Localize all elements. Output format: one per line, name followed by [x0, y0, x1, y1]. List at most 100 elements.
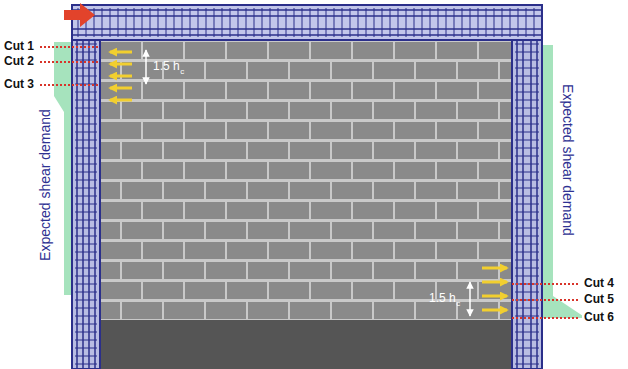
stirrup	[174, 8, 175, 37]
stirrup	[270, 8, 271, 37]
brick	[143, 162, 183, 179]
brick	[500, 262, 512, 279]
stirrup	[515, 212, 539, 213]
stirrup	[310, 8, 311, 37]
dimension-subscript: c	[456, 300, 460, 309]
brick	[290, 62, 330, 79]
brick	[332, 142, 372, 159]
brick	[479, 242, 512, 259]
stirrup	[75, 236, 97, 237]
masonry-infill	[100, 40, 512, 320]
stirrup	[515, 292, 539, 293]
brick	[185, 242, 225, 259]
dimension-arrow	[469, 282, 471, 316]
stirrup	[515, 236, 539, 237]
brick	[143, 202, 183, 219]
stirrup	[358, 8, 359, 37]
brick	[227, 202, 267, 219]
brick	[500, 62, 512, 79]
foundation-beam	[72, 320, 542, 369]
brick	[122, 222, 162, 239]
stirrup	[515, 300, 539, 301]
stirrup	[75, 228, 97, 229]
brick	[269, 242, 309, 259]
stirrup	[526, 8, 527, 37]
brick	[290, 302, 330, 319]
stirrup	[515, 100, 539, 101]
brick	[101, 202, 141, 219]
stirrup	[75, 164, 97, 165]
stirrup	[230, 8, 231, 37]
stirrup	[75, 100, 97, 101]
stirrup	[342, 8, 343, 37]
brick	[479, 82, 512, 99]
brick	[206, 62, 246, 79]
brick	[269, 162, 309, 179]
brick	[164, 302, 204, 319]
stirrup	[518, 8, 519, 37]
stirrup	[278, 8, 279, 37]
shear-force-arrow	[110, 51, 132, 54]
stirrup	[75, 172, 97, 173]
brick	[374, 102, 414, 119]
brick	[500, 142, 512, 159]
column-right	[512, 5, 542, 369]
stirrup	[75, 156, 97, 157]
shear-force-arrow	[482, 309, 507, 312]
stirrup	[75, 140, 97, 141]
brick	[248, 222, 288, 239]
brick	[332, 102, 372, 119]
stirrup	[254, 8, 255, 37]
brick	[290, 142, 330, 159]
concrete	[72, 5, 542, 40]
brick	[185, 82, 225, 99]
brick	[101, 162, 141, 179]
brick	[185, 282, 225, 299]
brick	[311, 82, 351, 99]
stirrup	[515, 132, 539, 133]
brick	[458, 102, 498, 119]
brick	[353, 82, 393, 99]
stirrup	[515, 44, 539, 45]
stirrup	[294, 8, 295, 37]
stirrup	[334, 8, 335, 37]
shear-demand-right	[542, 45, 586, 318]
brick	[206, 102, 246, 119]
stirrup	[246, 8, 247, 37]
brick	[227, 122, 267, 139]
axis-note: Expected shear demand	[559, 84, 574, 236]
stirrup	[75, 92, 97, 93]
stirrup	[75, 292, 97, 293]
brick	[164, 102, 204, 119]
brick	[227, 282, 267, 299]
shear-force-arrow	[110, 87, 132, 90]
stirrup	[75, 116, 97, 117]
brick	[332, 222, 372, 239]
brick	[248, 62, 288, 79]
brick	[395, 122, 435, 139]
brick	[143, 242, 183, 259]
brick	[353, 42, 393, 59]
stirrup	[75, 300, 97, 301]
brick	[416, 62, 456, 79]
brick	[269, 122, 309, 139]
stirrup	[406, 8, 407, 37]
stirrup	[318, 8, 319, 37]
stirrup	[302, 8, 303, 37]
brick	[395, 162, 435, 179]
stirrup	[182, 8, 183, 37]
brick	[248, 262, 288, 279]
brick	[101, 122, 141, 139]
brick	[500, 102, 512, 119]
brick	[143, 42, 183, 59]
stirrup	[502, 8, 503, 37]
brick	[100, 262, 120, 279]
stirrup	[515, 164, 539, 165]
stirrup	[515, 324, 539, 325]
brick	[500, 182, 512, 199]
brick	[269, 202, 309, 219]
brick	[290, 102, 330, 119]
brick	[437, 122, 477, 139]
concrete	[512, 5, 542, 369]
